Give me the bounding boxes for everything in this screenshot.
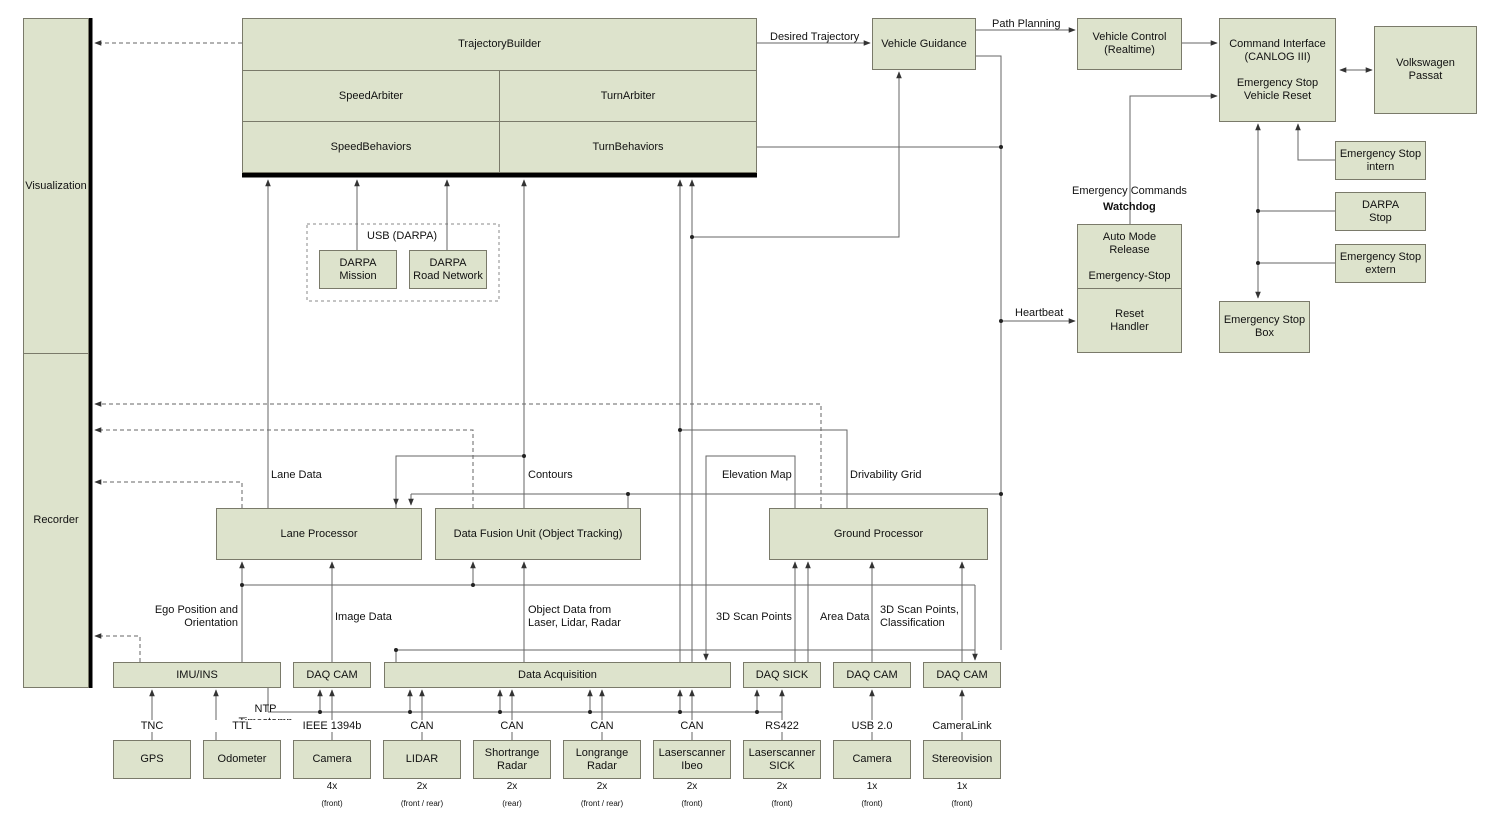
sensor-placement-label: (front) (951, 799, 973, 808)
heartbeat-label: Heartbeat (1015, 307, 1064, 319)
sensor-bus-label: USB 2.0 (827, 720, 917, 732)
usb-darpa-label: USB (DARPA) (367, 230, 438, 242)
sensor-count-label: 2x (596, 781, 608, 792)
estop-extern-box: Emergency Stop extern (1335, 244, 1426, 283)
sensor-bus-label: RS422 (737, 720, 827, 732)
sensor-placement-label: (front) (321, 799, 343, 808)
scan-points-class-label: 3D Scan Points, Classification (880, 604, 959, 629)
sensor-box: Longrange Radar (563, 740, 641, 779)
turn-behaviors-box: TurnBehaviors (499, 121, 757, 173)
command-interface-box: Command Interface (CANLOG III) Emergency… (1219, 18, 1336, 122)
contours-label: Contours (528, 469, 573, 481)
sensor-box: Stereovision (923, 740, 1001, 779)
sensor-box: LIDAR (383, 740, 461, 779)
speed-behaviors-box: SpeedBehaviors (242, 121, 500, 173)
object-data-label: Object Data from Laser, Lidar, Radar (528, 604, 621, 629)
auto-mode-box: Auto Mode Release Emergency-Stop (1077, 224, 1182, 289)
sensor-count-label: 2x (776, 781, 788, 792)
daq-cam-3-box: DAQ CAM (923, 662, 1001, 688)
visualization-panel: Visualization (23, 18, 89, 354)
sensor-placement-label: (front) (681, 799, 703, 808)
sensor-box: GPS (113, 740, 191, 779)
emergency-commands-label: Emergency Commands (1072, 185, 1187, 197)
imu-ins-box: IMU/INS (113, 662, 281, 688)
sensor-placement-label: (front) (771, 799, 793, 808)
drivability-grid-label: Drivability Grid (850, 469, 922, 481)
ground-processor-box: Ground Processor (769, 508, 988, 560)
sensor-placement-label: (front / rear) (400, 799, 444, 808)
darpa-road-network-box: DARPA Road Network (409, 250, 487, 289)
sensor-count-label: 4x (326, 781, 338, 792)
sensor-box: Laserscanner SICK (743, 740, 821, 779)
vehicle-guidance-box: Vehicle Guidance (872, 18, 976, 70)
sensor-box: Laserscanner Ibeo (653, 740, 731, 779)
sensor-bus-label: TTL (197, 720, 287, 732)
sensor-bus-label: CAN (467, 720, 557, 732)
sensor-count-label: 2x (686, 781, 698, 792)
sensor-box: Odometer (203, 740, 281, 779)
sensor-bus-label: IEEE 1394b (287, 720, 377, 732)
lane-data-label: Lane Data (271, 469, 322, 481)
daq-sick-box: DAQ SICK (743, 662, 821, 688)
sensor-count-label: 1x (956, 781, 968, 792)
sensor-bus-label: CAN (377, 720, 467, 732)
volkswagen-box: Volkswagen Passat (1374, 26, 1477, 114)
sensor-count-label: 2x (416, 781, 428, 792)
sensor-count-label: 1x (866, 781, 878, 792)
area-data-label: Area Data (820, 611, 870, 623)
recorder-panel: Recorder (23, 353, 89, 688)
elevation-map-label: Elevation Map (722, 469, 792, 481)
data-acquisition-box: Data Acquisition (384, 662, 731, 688)
sensor-count-label: 2x (506, 781, 518, 792)
darpa-mission-box: DARPA Mission (319, 250, 397, 289)
sensor-placement-label: (rear) (502, 799, 522, 808)
scan-points-label: 3D Scan Points (716, 611, 792, 623)
watchdog-title: Watchdog (1103, 201, 1156, 213)
ego-position-label: Ego Position and Orientation (154, 604, 238, 629)
sensor-bus-label: CAN (557, 720, 647, 732)
sensor-bus-label: TNC (107, 720, 197, 732)
sensor-bus-label: CAN (647, 720, 737, 732)
desired-trajectory-label: Desired Trajectory (770, 31, 860, 43)
sensor-placement-label: (front) (861, 799, 883, 808)
path-planning-label: Path Planning (992, 18, 1061, 30)
sensor-box: Camera (833, 740, 911, 779)
sensor-bus-label: CameraLink (917, 720, 1007, 732)
image-data-label: Image Data (335, 611, 392, 623)
data-fusion-box: Data Fusion Unit (Object Tracking) (435, 508, 641, 560)
sensor-box: Shortrange Radar (473, 740, 551, 779)
reset-handler-box: Reset Handler (1077, 288, 1182, 353)
vehicle-control-box: Vehicle Control (Realtime) (1077, 18, 1182, 70)
speed-arbiter-box: SpeedArbiter (242, 70, 500, 122)
darpa-stop-box: DARPA Stop (1335, 192, 1426, 231)
sensor-placement-label: (front / rear) (580, 799, 624, 808)
lane-processor-box: Lane Processor (216, 508, 422, 560)
trajectory-builder-box: TrajectoryBuilder (242, 18, 757, 71)
daq-cam-1-box: DAQ CAM (293, 662, 371, 688)
estop-box: Emergency Stop Box (1219, 301, 1310, 353)
sensor-box: Camera (293, 740, 371, 779)
turn-arbiter-box: TurnArbiter (499, 70, 757, 122)
daq-cam-2-box: DAQ CAM (833, 662, 911, 688)
estop-intern-box: Emergency Stop intern (1335, 141, 1426, 180)
